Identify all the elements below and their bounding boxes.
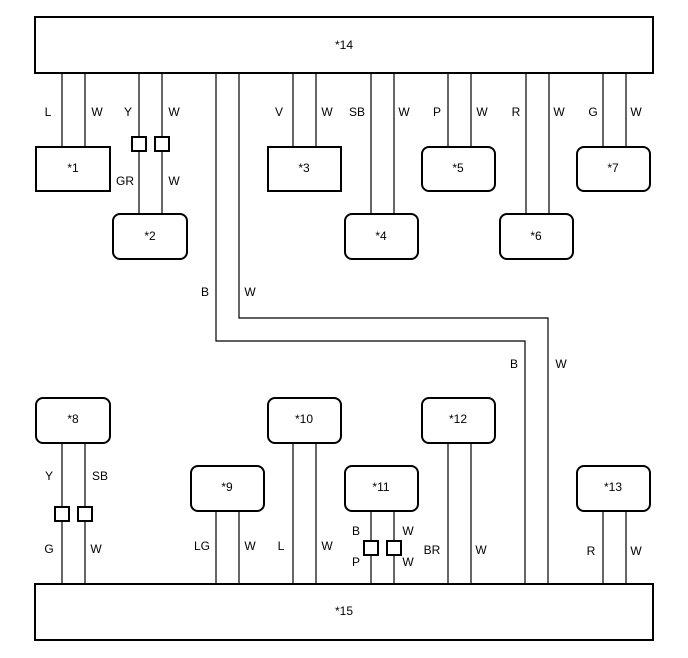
wire-label: V — [275, 105, 283, 119]
component-c14 — [34, 16, 654, 74]
connector-c8-b — [77, 506, 93, 522]
component-c5 — [421, 146, 496, 192]
wire-label: W — [475, 543, 487, 557]
wire-label: SB — [349, 105, 365, 119]
wire-label: Y — [124, 105, 132, 119]
wire-label: W — [91, 105, 103, 119]
wire-label: W — [168, 174, 180, 188]
label-c6: *6 — [530, 229, 542, 243]
label-c12: *12 — [449, 412, 467, 426]
component-c13 — [576, 465, 651, 512]
wire-label: W — [402, 524, 414, 538]
label-c3: *3 — [298, 161, 310, 175]
wire-label: Y — [45, 469, 53, 483]
wire-label: GR — [116, 174, 134, 188]
wire-link-b — [215, 74, 526, 584]
label-c8: *8 — [67, 412, 79, 426]
wire-label: B — [510, 357, 518, 371]
wire-label: W — [553, 105, 565, 119]
wire-label: W — [244, 285, 256, 299]
connector-c8-a — [54, 506, 70, 522]
wire-label: L — [278, 539, 285, 553]
component-c3 — [267, 146, 342, 192]
wire-label: B — [352, 524, 360, 538]
wire-label: BR — [424, 543, 441, 557]
label-c2: *2 — [144, 229, 156, 243]
wire-label: P — [352, 555, 360, 569]
wire-label: L — [45, 105, 52, 119]
label-c4: *4 — [375, 229, 387, 243]
label-c1: *1 — [67, 161, 79, 175]
wire-label: W — [476, 105, 488, 119]
label-c15: *15 — [335, 604, 353, 618]
component-c6 — [499, 213, 574, 260]
wire-label: LG — [194, 539, 210, 553]
wire-label: R — [512, 105, 521, 119]
connector-c11-a — [363, 540, 379, 556]
wire-label: W — [630, 544, 642, 558]
connector-c2-b — [154, 136, 170, 152]
component-c15 — [34, 583, 654, 641]
connectors — [54, 136, 402, 556]
component-c10 — [267, 397, 342, 444]
component-c7 — [576, 146, 651, 192]
wire-label: G — [44, 542, 53, 556]
component-c9 — [190, 465, 265, 512]
wire-label: W — [321, 539, 333, 553]
component-c2 — [112, 213, 188, 260]
wire-label: W — [90, 542, 102, 556]
label-c7: *7 — [607, 161, 619, 175]
label-c11: *11 — [372, 480, 389, 494]
wire-label: R — [587, 544, 596, 558]
component-c8 — [35, 397, 111, 444]
wire-label: W — [168, 105, 180, 119]
connector-c2-a — [131, 136, 147, 152]
wire-label: B — [201, 285, 209, 299]
component-c11 — [344, 465, 419, 512]
wire-label: W — [630, 105, 642, 119]
component-c1 — [35, 146, 111, 192]
label-c10: *10 — [295, 412, 313, 426]
wire-label: W — [402, 555, 414, 569]
wire-label: W — [398, 105, 410, 119]
component-boxes — [34, 16, 654, 641]
wire-link-w — [238, 74, 549, 584]
wire-label: W — [244, 539, 256, 553]
label-c13: *13 — [604, 480, 622, 494]
wire-label: P — [433, 105, 441, 119]
wire-label: W — [321, 105, 333, 119]
wire-label: G — [588, 105, 597, 119]
wire-labels: L W Y W GR W V W SB W P W R W G W B W B … — [44, 105, 642, 569]
connector-c11-b — [386, 540, 402, 556]
label-c5: *5 — [452, 161, 464, 175]
label-c9: *9 — [221, 480, 233, 494]
component-c4 — [344, 213, 419, 260]
wire-label: W — [555, 357, 567, 371]
wire-label: SB — [92, 469, 108, 483]
label-c14: *14 — [335, 38, 353, 52]
component-labels: *14 *15 *1 *2 *3 *4 *5 *6 *7 *8 *9 *10 *… — [67, 38, 622, 618]
component-c12 — [421, 397, 496, 444]
